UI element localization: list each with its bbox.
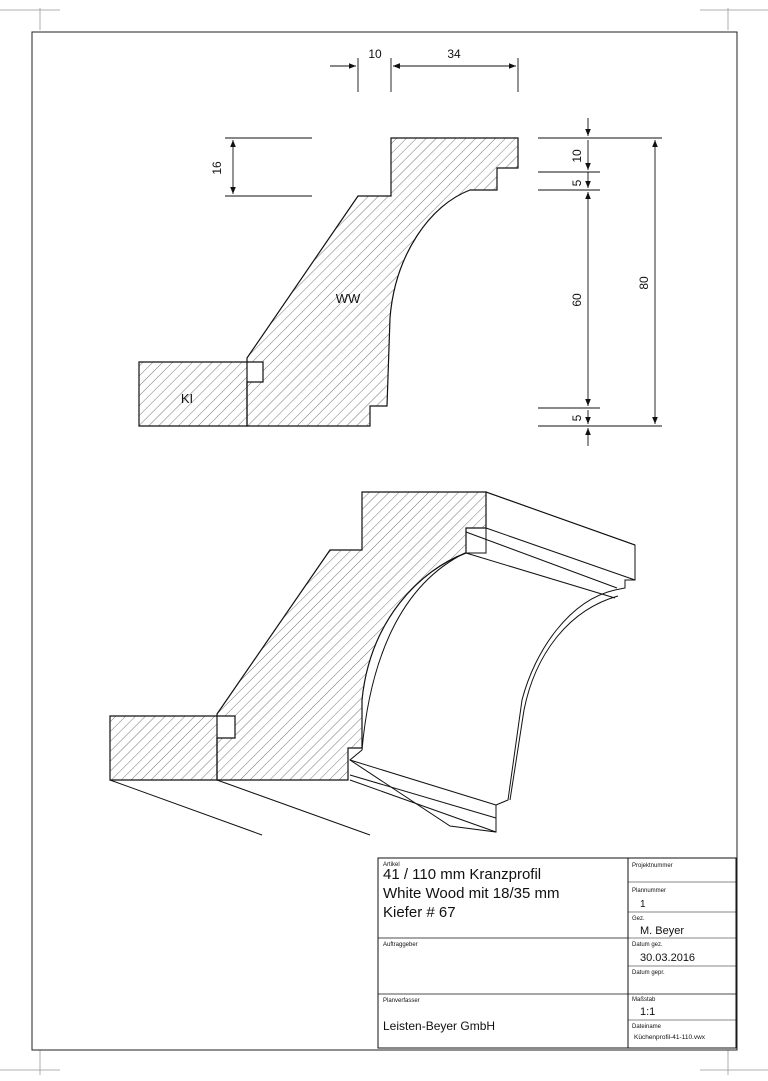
pine-insert-front-face bbox=[109, 715, 218, 781]
extruded-faces bbox=[109, 491, 636, 836]
datum-gez-value: 30.03.2016 bbox=[640, 952, 695, 964]
white-wood-front-face bbox=[216, 491, 487, 781]
massstab-label: Maßstab bbox=[632, 997, 656, 1003]
projektnummer-label: Projektnummer bbox=[632, 863, 673, 869]
crop-marks bbox=[0, 8, 768, 1075]
label-ki: KI bbox=[181, 391, 193, 406]
artikel-line-2: White Wood mit 18/35 mm bbox=[383, 885, 559, 902]
auftraggeber-label: Auftraggeber bbox=[383, 942, 418, 948]
dim-top-34: 34 bbox=[447, 47, 461, 61]
profile-perspective bbox=[109, 491, 636, 836]
pine-insert-profile bbox=[138, 361, 248, 427]
datum-gez-label: Datum gez. bbox=[632, 942, 663, 948]
dateiname-label: Dateiname bbox=[632, 1024, 662, 1030]
plannummer-label: Plannummer bbox=[632, 888, 666, 894]
artikel-label: Artikel bbox=[383, 862, 400, 868]
profile-section: WW KI bbox=[138, 137, 519, 427]
label-ww: WW bbox=[336, 291, 361, 306]
gez-value: M. Beyer bbox=[640, 925, 684, 937]
dimension-lines bbox=[225, 58, 662, 446]
artikel-line-1: 41 / 110 mm Kranzprofil bbox=[383, 866, 541, 883]
plannummer-value: 1 bbox=[640, 899, 646, 910]
dim-right-10: 10 bbox=[570, 149, 584, 163]
white-wood-profile bbox=[246, 137, 519, 427]
planverfasser-label: Planverfasser bbox=[383, 998, 420, 1004]
sheet-border bbox=[31, 31, 738, 1051]
massstab-value: 1:1 bbox=[640, 1006, 655, 1018]
artikel-line-3: Kiefer # 67 bbox=[383, 904, 456, 921]
dim-right-80: 80 bbox=[637, 276, 651, 290]
dim-top-10: 10 bbox=[368, 47, 382, 61]
dim-right-60: 60 bbox=[570, 293, 584, 307]
title-block-labels: Artikel 41 / 110 mm Kranzprofil White Wo… bbox=[383, 862, 706, 1041]
planverfasser-value: Leisten-Beyer GmbH bbox=[383, 1019, 495, 1033]
dim-right-5-top: 5 bbox=[570, 179, 584, 186]
dimension-values: 10 34 16 10 5 60 5 80 bbox=[210, 47, 651, 421]
title-block bbox=[377, 857, 737, 1049]
dim-right-5-bottom: 5 bbox=[570, 414, 584, 421]
datum-gepr-label: Datum gepr. bbox=[632, 970, 665, 976]
dateiname-value: Küchenprofil-41-110.vwx bbox=[634, 1034, 706, 1041]
dim-left-16: 16 bbox=[210, 161, 224, 175]
gez-label: Gez. bbox=[632, 916, 645, 922]
